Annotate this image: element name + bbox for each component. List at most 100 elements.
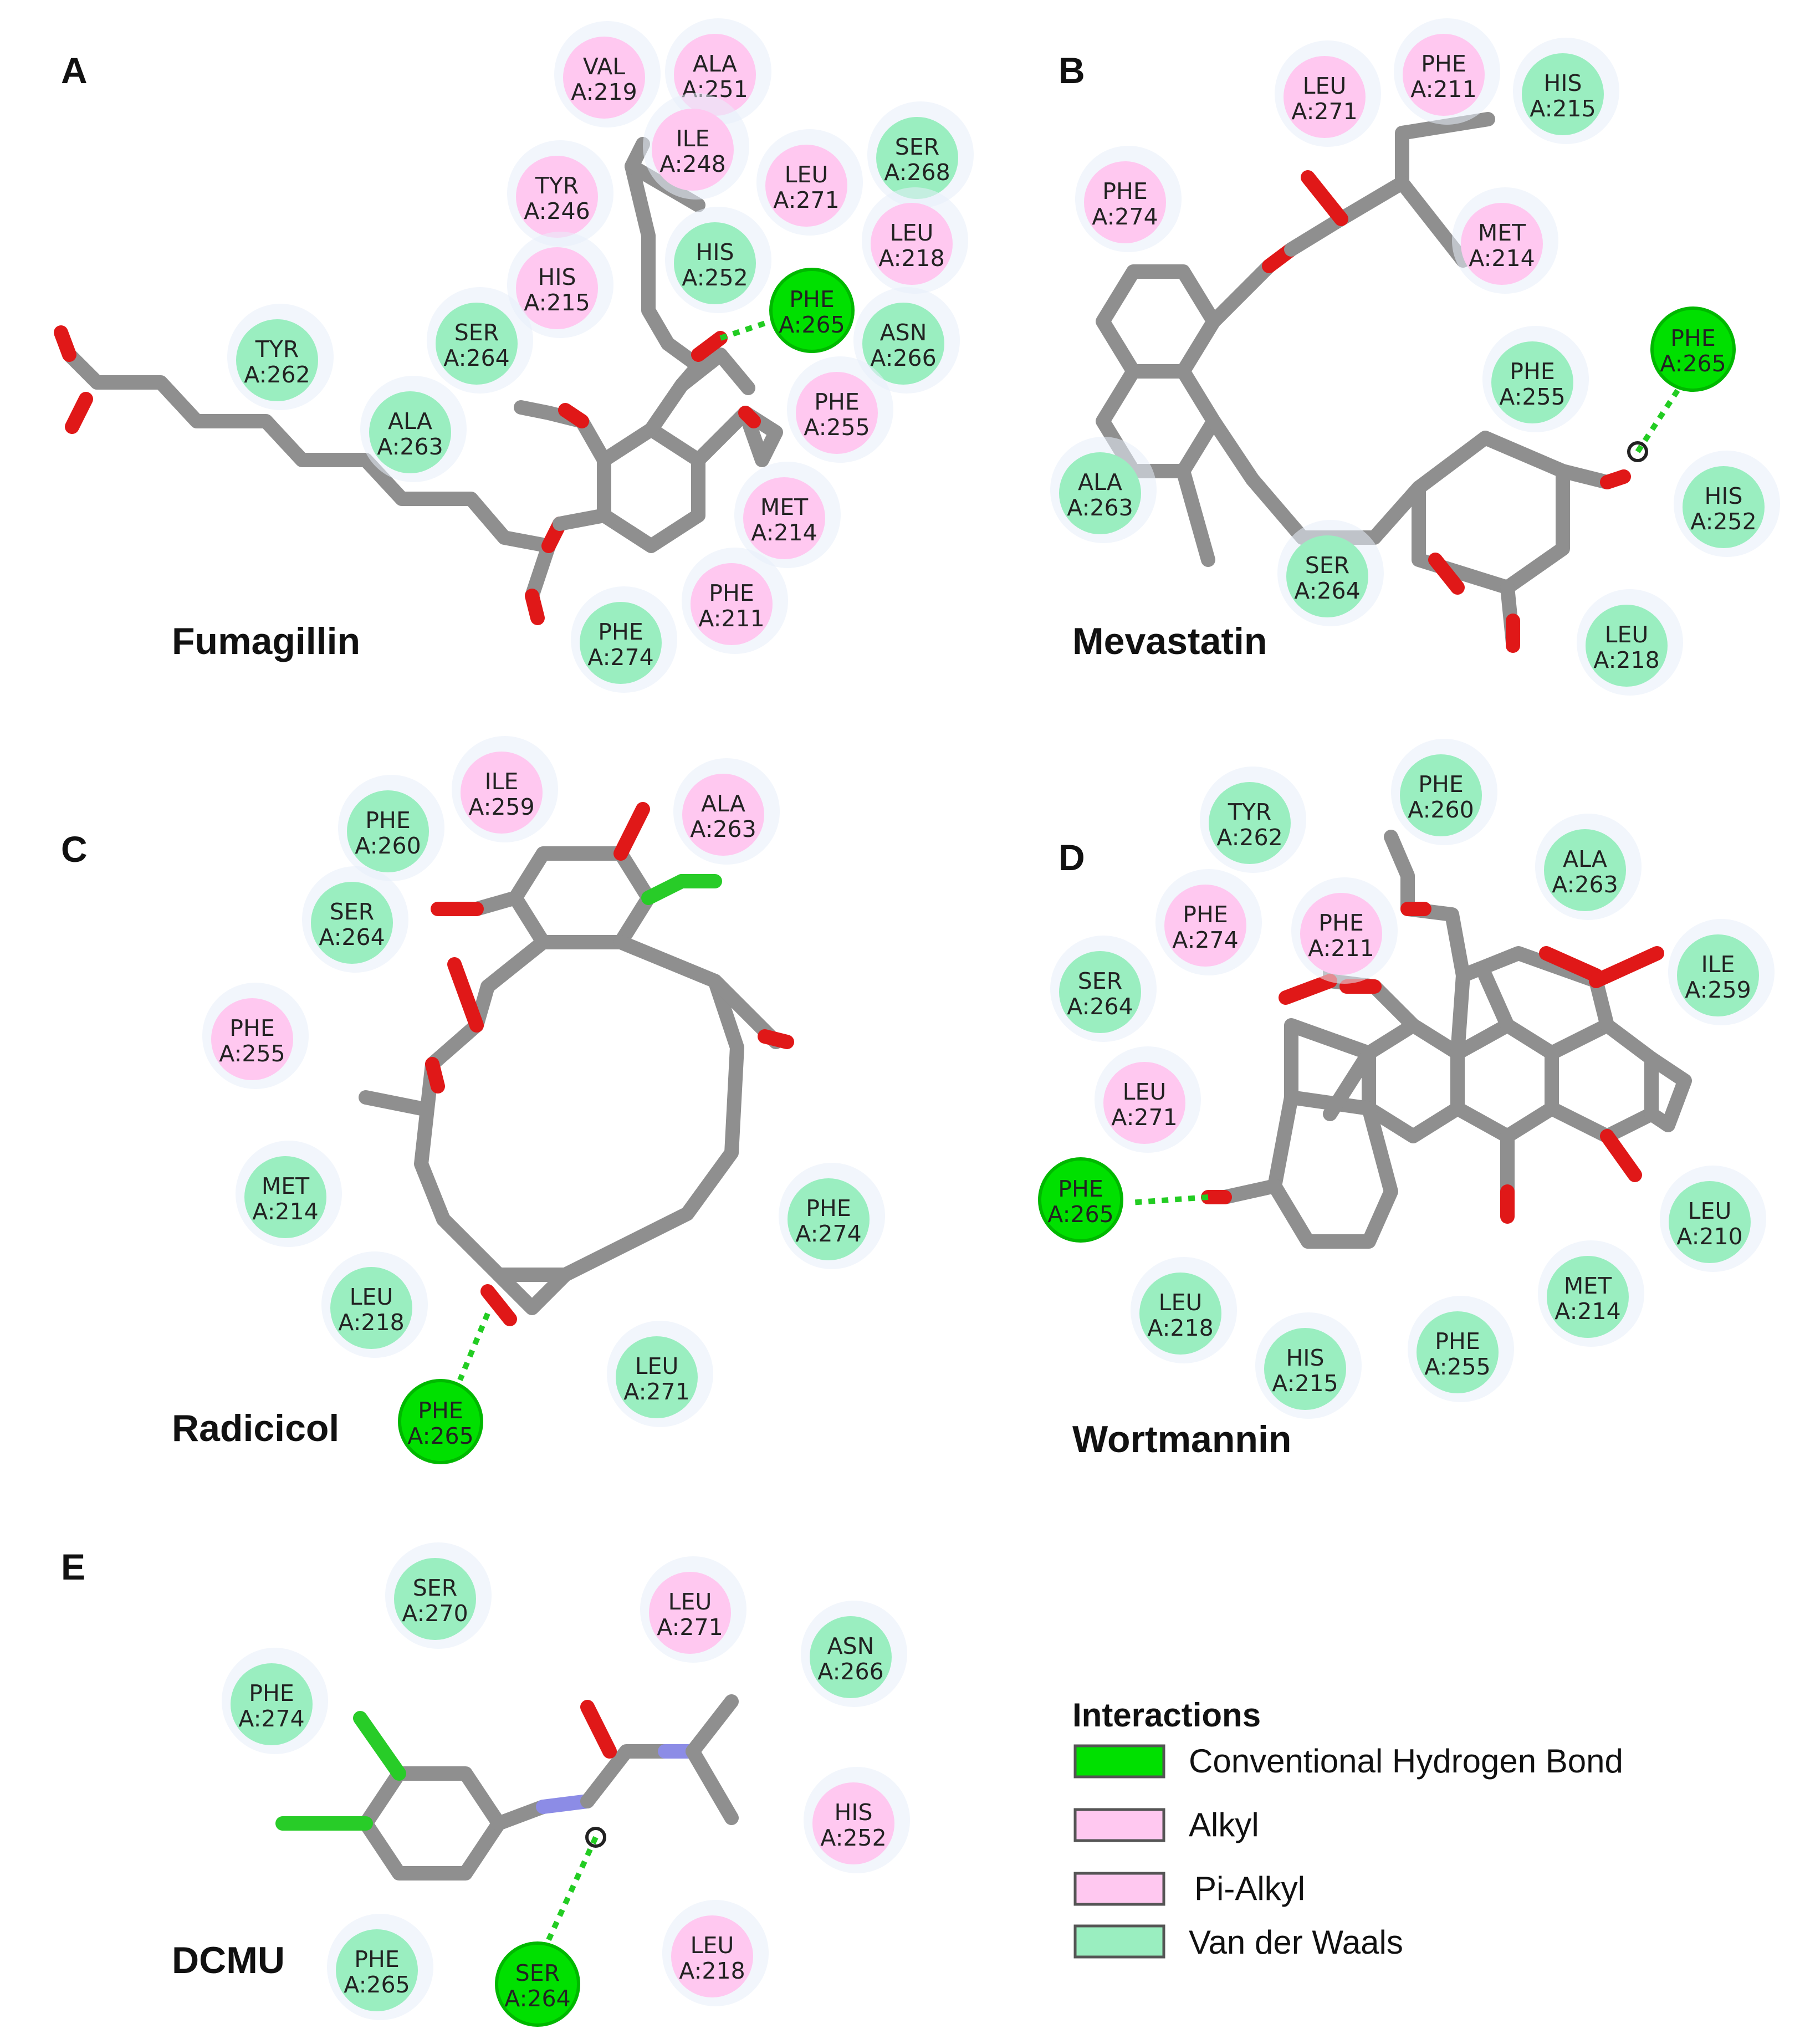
- residue-chain: A:264: [319, 924, 385, 951]
- residue-name: HIS: [1286, 1345, 1325, 1371]
- lactone-ring: [1412, 431, 1570, 595]
- residue-name: ALA: [1078, 469, 1122, 495]
- residue-name: SER: [515, 1960, 560, 1986]
- oxygen: [1279, 974, 1337, 1005]
- residue-circle: [1264, 1328, 1346, 1410]
- residue-circle: [671, 1915, 753, 1997]
- residue-circle: [1038, 1157, 1123, 1243]
- residue-chain: A:263: [1067, 494, 1133, 521]
- residue-chain: A:263: [690, 816, 756, 842]
- residue-name: PHE: [789, 286, 834, 313]
- residue-name: ALA: [388, 408, 432, 435]
- residue-circle: [1286, 535, 1368, 617]
- residue-circle: [516, 156, 598, 238]
- ester-bond: [525, 539, 556, 603]
- residue-name: PHE: [1102, 178, 1147, 205]
- residue-name: PHE: [1418, 771, 1463, 798]
- fumagillin-ring: [597, 422, 705, 553]
- residue-circle: [674, 222, 756, 304]
- residue-chain: A:252: [820, 1825, 886, 1851]
- panel-letter-b: B: [1059, 50, 1085, 91]
- residue-circle: [347, 790, 429, 872]
- residue-chain: A:211: [698, 605, 764, 632]
- residue-chain: A:255: [219, 1040, 285, 1067]
- molecule-name-wortmannin: Wortmannin: [1072, 1418, 1291, 1460]
- legend-label-pi-alkyl: Pi-Alkyl: [1194, 1870, 1305, 1907]
- residue-name: TYR: [535, 172, 579, 199]
- residue-name: PHE: [1435, 1328, 1480, 1355]
- residue-name: MET: [760, 494, 809, 520]
- legend-label-vdw: Van der Waals: [1189, 1924, 1403, 1961]
- residue-chain: A:262: [244, 361, 310, 388]
- residue-name: VAL: [583, 53, 625, 80]
- molecule-name-radicicol: Radicicol: [172, 1407, 339, 1449]
- lactone-oxygen: [447, 957, 484, 1033]
- legend-swatch-hbond: [1073, 1744, 1165, 1779]
- residue-name: PHE: [814, 389, 859, 415]
- residue-chain: A:270: [402, 1600, 468, 1627]
- epoxide: [492, 1268, 572, 1315]
- residue-chain: A:215: [1272, 1370, 1338, 1397]
- residue-name: SER: [1078, 968, 1122, 994]
- residue-name: LEU: [1123, 1079, 1167, 1105]
- ester-bond: [553, 508, 611, 531]
- residue-chain: A:271: [1111, 1104, 1177, 1131]
- residue-circle: [1547, 1256, 1629, 1338]
- legend: Interactions Conventional Hydrogen Bond …: [1072, 1696, 1623, 1961]
- residue-circle: [330, 1267, 412, 1349]
- residue-circle: [436, 303, 518, 385]
- methyl: [686, 1694, 739, 1759]
- residue-chain: A:274: [238, 1705, 304, 1732]
- residue-chain: A:218: [679, 1958, 745, 1984]
- residue-circle: [1103, 1062, 1185, 1144]
- epoxide-oxygen: [738, 406, 761, 428]
- residue-circle: [1461, 203, 1543, 285]
- residue-circle: [649, 1572, 731, 1654]
- residue-circle: [871, 203, 953, 285]
- residue-circle: [1139, 1273, 1221, 1355]
- residue-name: TYR: [1228, 799, 1272, 825]
- residue-chain: A:271: [623, 1378, 689, 1405]
- residue-chain: A:255: [1424, 1353, 1490, 1380]
- epoxide-oxygen: [480, 1284, 517, 1326]
- residue-name: HIS: [538, 264, 576, 290]
- residue-name: ILE: [676, 125, 710, 152]
- residue-circle: [810, 1616, 892, 1698]
- residue-circle: [1491, 341, 1573, 423]
- methyl: [1176, 464, 1215, 567]
- residue-chain: A:265: [1047, 1201, 1113, 1228]
- cyclopentane: [1267, 1090, 1398, 1249]
- residue-chain: A:215: [524, 289, 590, 316]
- residue-circle: [563, 37, 645, 119]
- residue-circle: [1522, 53, 1604, 135]
- residue-circle: [211, 998, 293, 1080]
- nitrogen: [536, 1794, 595, 1814]
- residue-circle: [336, 1929, 418, 2011]
- residue-name: HIS: [1705, 483, 1743, 509]
- residue-circle: [311, 882, 393, 964]
- residue-name: LEU: [785, 161, 829, 188]
- residue-name: SER: [330, 898, 374, 925]
- hydrogen-bond-line: [1130, 1194, 1209, 1205]
- oxygen: [1301, 170, 1348, 226]
